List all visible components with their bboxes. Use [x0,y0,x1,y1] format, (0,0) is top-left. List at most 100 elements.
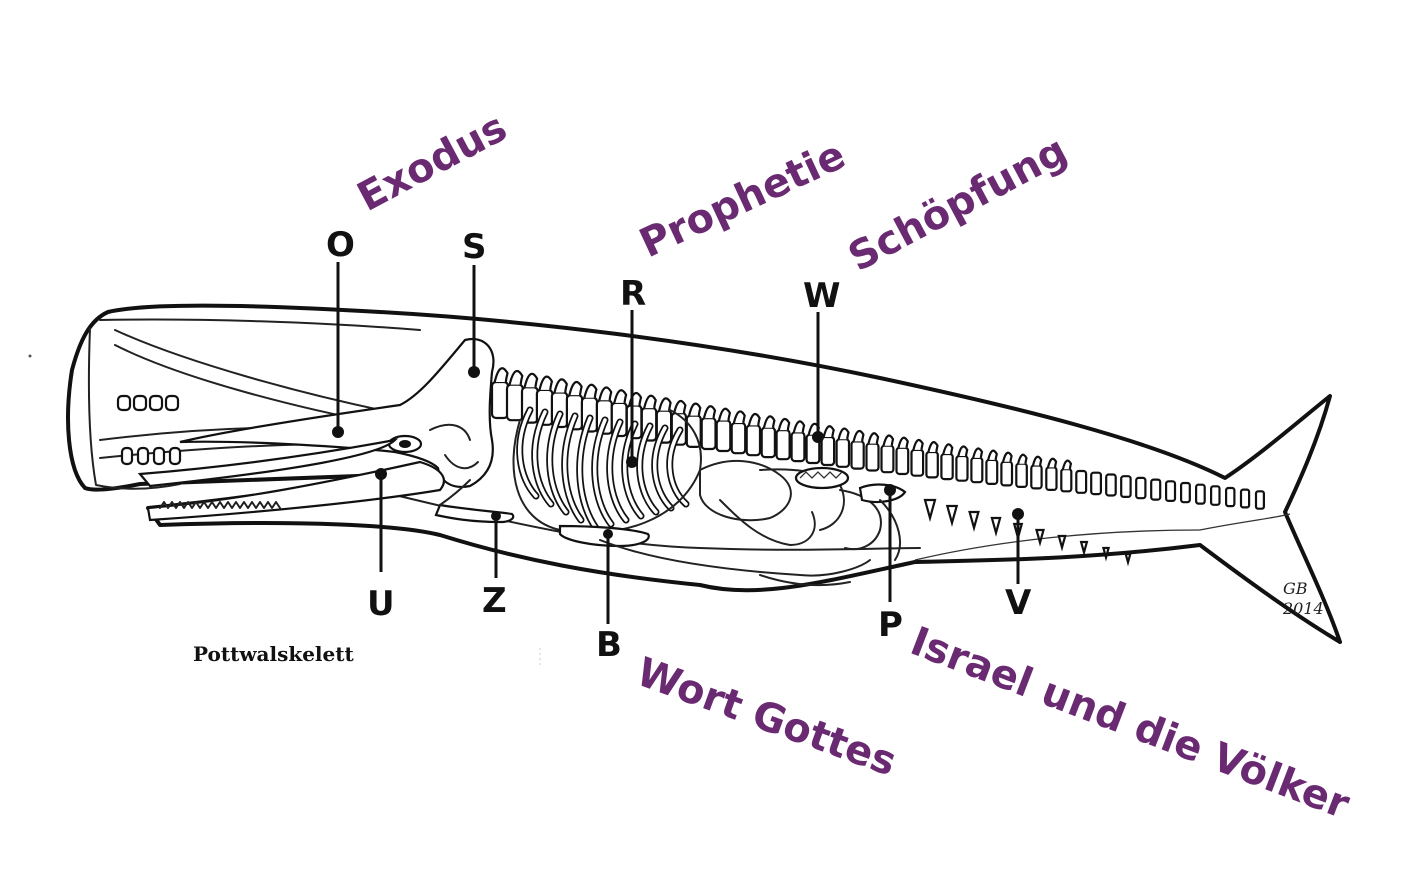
vertebra [940,452,954,481]
vertebra [775,429,791,461]
vertebra [1060,468,1073,493]
rib-inner [593,418,613,526]
vertebra [1150,478,1162,501]
vertebra [1090,471,1102,496]
vertebra [505,383,524,422]
rib-inner [533,410,553,506]
marker-o: O [326,225,355,265]
marker-z: Z [482,581,507,621]
vertebra [745,424,762,457]
stray-mark [28,354,32,358]
chevron-bone [1101,546,1111,562]
rib-inner [637,424,658,514]
chevron-bone [1057,534,1067,552]
vertebra-spine [777,417,791,431]
vertebra-spine [762,415,776,428]
theme-wort-gottes: Wort Gottes [631,649,903,785]
vertebra [835,438,851,468]
vertebra [1135,476,1147,500]
vertebra-spine [897,436,909,449]
vertebra [1209,485,1221,506]
vertebra [970,456,984,484]
vertebra-spine [1017,453,1028,464]
signature-year: 2014 [1282,599,1324,618]
vertebra-spine [927,441,939,453]
vertebra [1254,490,1266,510]
vertebra [1030,464,1043,490]
chevron-bone [945,504,959,528]
vertebra-spine [493,367,509,383]
vertebra [790,431,806,463]
vertebra-spine [613,389,628,404]
chevron-bone [1079,540,1089,557]
vertebra-spine [837,427,850,440]
vertebra-spine [1031,455,1043,466]
figure-caption: Pottwalskelett [193,642,354,666]
vertebra-spine [882,434,895,446]
vertebra-spine [822,425,835,438]
vertebra-spine [643,394,657,409]
vertebra [1194,483,1206,505]
vertebra [985,458,999,485]
vertebra [1164,480,1177,502]
vertebra [700,417,717,451]
artist-signature: GB 2014 [1282,579,1324,618]
vertebra [1120,475,1132,499]
vertebra [910,448,925,477]
theme-prophetie: Prophetie [633,132,852,267]
vertebra-spine [688,402,702,416]
vertebra [895,446,910,476]
vertebra [820,435,836,467]
theme-schoepfung: Schöpfung [841,127,1075,280]
vertebra [1015,462,1028,489]
rib-inner [608,420,628,522]
vertebra [760,426,777,459]
rib-inner [623,422,643,518]
vertebra [1239,488,1251,509]
marker-p: P [878,605,903,645]
ribcage [512,406,702,534]
rib-inner [517,408,538,498]
vertebra [1105,473,1117,497]
vertebra [1075,469,1088,494]
marker-v: V [1005,583,1032,623]
rib-inner [563,414,583,522]
vertebra [1045,466,1058,491]
vertebra-spine [658,397,672,411]
theme-israel-voelker: Israel und die Völker [904,618,1355,828]
vertebra-spine [792,420,806,433]
vertebra [1224,486,1236,508]
vertebra [1000,460,1014,487]
vertebra-spine [538,375,554,391]
vertebra-spine [583,383,598,398]
vertebra-spine [732,410,746,424]
vertebra-spine [747,412,761,426]
vertebra [730,421,747,455]
signature-initials: GB [1283,579,1308,598]
vertebra-spine [568,380,583,396]
vertebra [1179,481,1191,504]
marker-leaders [332,262,1024,624]
vertebra [865,442,880,472]
chevron-bone [923,498,937,523]
vertebral-column [490,367,1266,510]
chevron-bone [968,510,980,532]
vertebra [880,444,895,474]
vertebra [850,440,865,470]
head-structures [99,329,515,524]
marker-letters: O S R W U Z B P V [326,225,1032,665]
vertebra-spine [508,369,524,385]
vertebra [715,419,732,453]
marker-b: B [596,625,622,665]
vertebra-spine [1002,451,1013,463]
vertebra-spine [942,443,954,455]
vertebra [955,454,969,482]
vertebra [490,380,510,420]
vertebra-spine [717,407,732,421]
vertebra-spine [912,438,924,451]
vertebra-spine [1061,459,1073,470]
marker-s: S [462,227,487,267]
marker-w: W [803,276,841,316]
vertebra-spine [867,432,880,444]
vertebra-spine [553,378,568,393]
